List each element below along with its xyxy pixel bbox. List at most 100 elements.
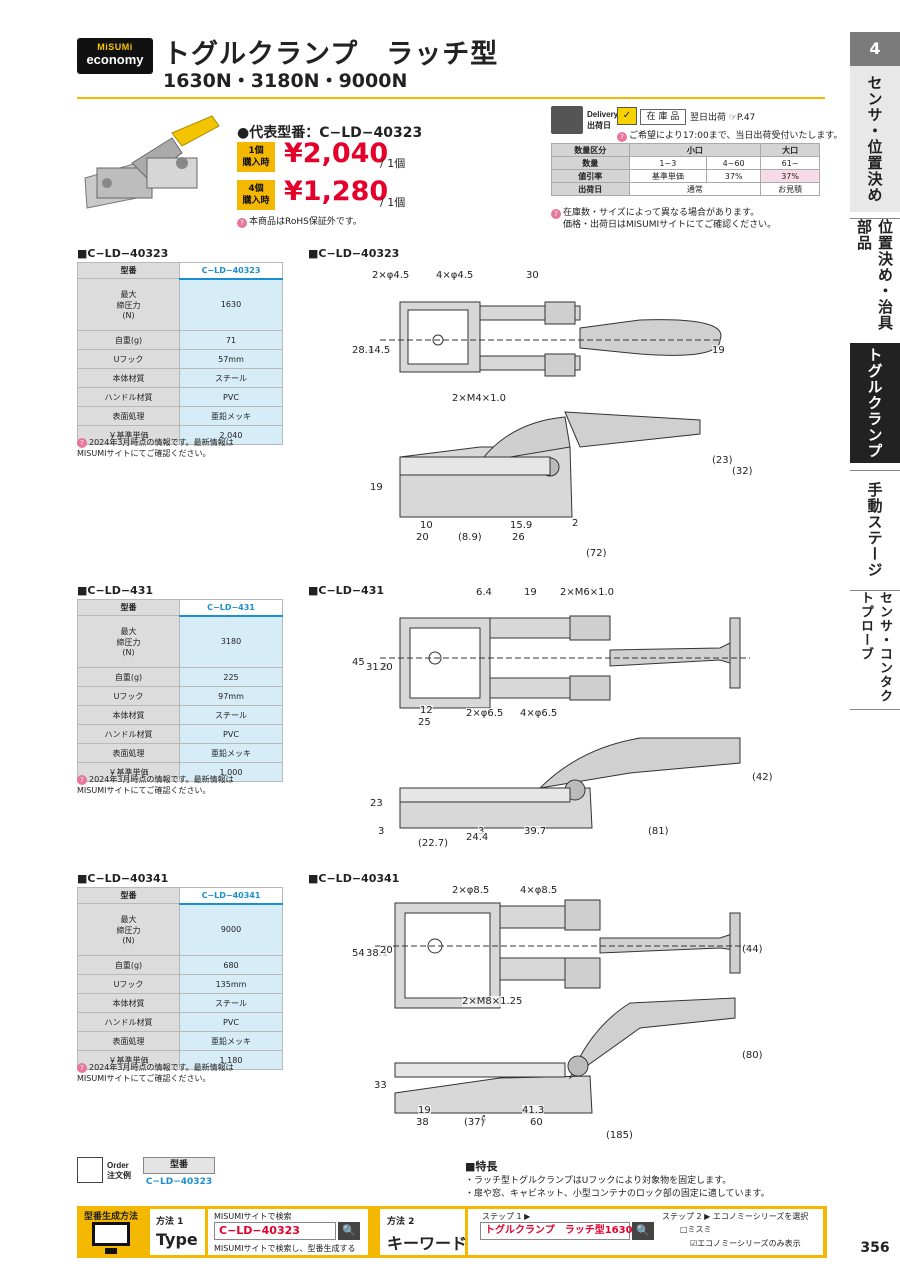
quantity-discount-table: 数量区分 小口 大口 数量 1~3 4~60 61~ 値引率 基準単価 37% …	[551, 143, 820, 196]
spec-value: 57mm	[179, 349, 283, 369]
spec-value: 亜鉛メッキ	[179, 743, 283, 763]
spec-key: 本体材質	[77, 993, 180, 1013]
dimension-label: 38.1	[366, 948, 389, 959]
tab-manual-stage[interactable]: 手動ステージ	[850, 470, 900, 588]
spec-key: ハンドル材質	[77, 387, 180, 407]
info-icon: ?	[77, 1063, 87, 1073]
spec-row: 本体材質スチール	[77, 368, 283, 388]
spec-value: PVC	[179, 387, 283, 407]
monitor-icon	[92, 1222, 130, 1246]
tab-toggle-clamp[interactable]: トグルクランプ	[850, 343, 900, 463]
cart-icon	[77, 1157, 103, 1183]
tab-sensor[interactable]: センサ・位置決め	[850, 66, 900, 212]
dimension-label: 19	[418, 1105, 431, 1116]
info-icon: ?	[77, 775, 87, 785]
rohs-note: ?本商品はRoHS保証外です。	[237, 214, 362, 228]
spec-value: スチール	[179, 368, 283, 388]
spec-key: 表面処理	[77, 1031, 180, 1051]
feature-item: ・扉や窓、キャビネット、小型コンテナのロック部の固定に適しています。	[465, 1189, 770, 1199]
spec-key: ハンドル材質	[77, 1012, 180, 1032]
generation-label: 型番生成方法	[84, 1212, 139, 1222]
search-input[interactable]: C−LD−40323	[214, 1222, 336, 1240]
stock-badge: 在 庫 品	[640, 109, 686, 125]
dimension-label: 23	[370, 798, 383, 809]
dimension-label: 6.4	[476, 587, 492, 598]
spec-value: 1630	[179, 278, 283, 331]
dimension-label: 38	[416, 1117, 429, 1128]
spec-value: 1,180	[179, 1050, 283, 1070]
per-unit-1: / 1個	[380, 157, 406, 170]
tab-contact-probe[interactable]: センサ・コンタクトプローブ	[850, 590, 900, 710]
spec-key: Uフック	[77, 686, 180, 706]
method-2-keyword: キーワード	[387, 1234, 468, 1253]
option-misumi[interactable]: □ミスミ	[680, 1225, 712, 1234]
dimension-label: 41.3	[522, 1105, 545, 1116]
dimension-label: 54	[352, 948, 365, 959]
monitor-stand	[105, 1248, 117, 1254]
spec-value: PVC	[179, 1012, 283, 1032]
product-photo	[84, 115, 220, 209]
spec-key: 型番	[77, 887, 180, 904]
dimension-label: 19	[712, 345, 725, 356]
features-title: ■特長	[465, 1160, 498, 1173]
spec-key: ハンドル材質	[77, 724, 180, 744]
per-unit-2: / 1個	[380, 196, 406, 209]
spec-section-title: ■C−LD−40323	[77, 247, 169, 260]
page-title: トグルクランプ ラッチ型	[163, 39, 499, 70]
spec-key: 最大 締圧力 (N)	[77, 903, 180, 956]
dimension-label: 25	[418, 717, 431, 728]
dimension-label: (37)	[464, 1117, 485, 1128]
spec-row: 最大 締圧力 (N)3180	[77, 615, 283, 668]
spec-row: 自重(g)71	[77, 330, 283, 350]
spec-value: 71	[179, 330, 283, 350]
next-day-ship[interactable]: 翌日出荷 ☞P.47	[690, 113, 756, 123]
dimension-label: 33	[374, 1080, 387, 1091]
qty-badge-1: 1個 購入時	[237, 142, 275, 172]
drawing-title-3: ■C−LD−40341	[308, 872, 400, 885]
qty-badge-4: 4個 購入時	[237, 180, 275, 210]
dimension-label: 4×φ8.5	[520, 885, 558, 896]
drawing-c-ld-431	[380, 615, 750, 829]
delivery-footnote-1: ?在庫数・サイズによって異なる場合があります。	[551, 205, 759, 219]
dimension-label: (32)	[732, 466, 753, 477]
search-icon[interactable]: 🔍	[338, 1222, 360, 1240]
dimension-label: 20	[380, 662, 393, 673]
search-icon[interactable]: 🔍	[632, 1222, 654, 1240]
keyword-input[interactable]: トグルクランプ ラッチ型1630N	[480, 1222, 641, 1240]
step-1: ステップ 1 ▶	[482, 1212, 531, 1221]
delivery-footnote-2: 価格・出荷日はMISUMIサイトにてご確認ください。	[563, 220, 777, 230]
spec-key: 表面処理	[77, 743, 180, 763]
dimension-label: 39.7	[524, 826, 547, 837]
dimension-label: 4×φ4.5	[436, 270, 474, 281]
spec-value: スチール	[179, 705, 283, 725]
dimension-label: 15.9	[510, 520, 533, 531]
dimension-label: 19	[370, 482, 383, 493]
option-economy-only[interactable]: ☑エコノミーシリーズのみ表示	[690, 1239, 801, 1248]
spec-value: C−LD−40341	[179, 887, 283, 905]
dimension-label: 4×φ6.5	[520, 708, 558, 719]
dimension-label: (80)	[742, 1050, 763, 1061]
dimension-label: 24.4	[466, 832, 489, 843]
method-1-box	[150, 1209, 205, 1255]
spec-key: 最大 締圧力 (N)	[77, 615, 180, 668]
spec-value: 97mm	[179, 686, 283, 706]
spec-section-title: ■C−LD−40341	[77, 872, 169, 885]
dimension-label: 3	[478, 826, 485, 837]
dimension-label: 31.8	[366, 662, 389, 673]
tab-positioning[interactable]: 位置決め・治具部品	[850, 218, 900, 336]
spec-row: 表面処理亜鉛メッキ	[77, 406, 283, 426]
box-icon: ✓	[617, 107, 637, 125]
page-number: 356	[860, 1240, 890, 1256]
